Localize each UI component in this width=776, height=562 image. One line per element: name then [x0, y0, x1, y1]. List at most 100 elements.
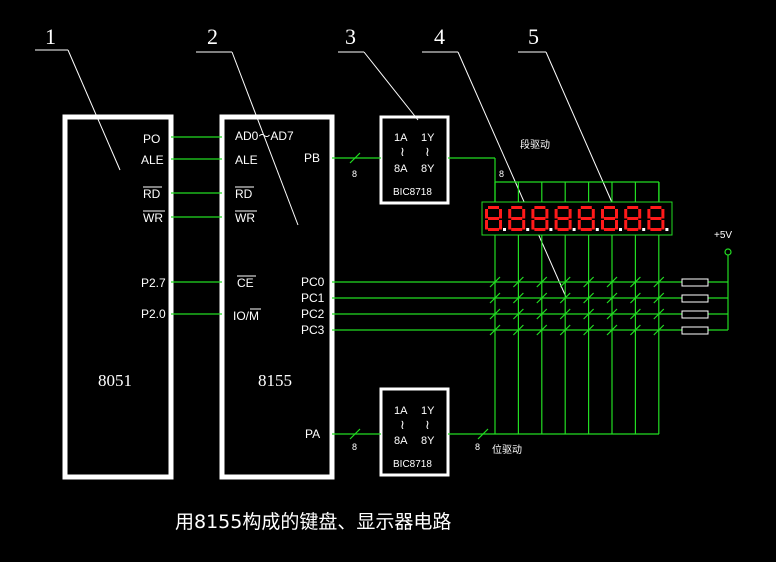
segment: [661, 209, 665, 219]
segment: [499, 220, 502, 230]
pin-ale: ALE: [141, 153, 164, 167]
key-switch: [606, 324, 618, 336]
pin-io-m: IO/M: [233, 309, 259, 323]
callout-3: 3: [345, 24, 356, 49]
segment: [601, 220, 604, 230]
display-digit: [601, 206, 622, 231]
segment: [531, 220, 535, 230]
key-switch: [583, 276, 595, 288]
pb-bus-width: 8: [352, 169, 357, 179]
pin-p2-7: P2.7: [141, 276, 166, 290]
segment: [615, 220, 618, 230]
key-switch: [512, 292, 524, 304]
segment: [557, 206, 569, 209]
decimal-point: [665, 228, 669, 231]
key-switch: [512, 308, 524, 320]
segment: [604, 217, 615, 220]
svg-text:≀: ≀: [425, 417, 430, 432]
pin-pc2: PC2: [301, 307, 325, 321]
key-switch: [559, 276, 571, 288]
segment: [591, 220, 595, 230]
segment: [650, 228, 662, 231]
pin-pc3: PC3: [301, 323, 325, 337]
driver-top-1y: 1Y: [421, 132, 435, 144]
seg-bus-width: 8: [499, 169, 504, 179]
key-matrix: [332, 182, 728, 434]
decimal-point: [619, 228, 622, 231]
chip-8155: AD0～AD7 ALE RD WR CE IO/M PB PC0 PC1 PC2…: [219, 114, 335, 480]
segment: [545, 220, 549, 230]
pin-wr-8155: WR: [235, 211, 255, 225]
key-switch: [629, 324, 641, 336]
display-digit: [531, 206, 553, 231]
digit-bus-width: 8: [475, 442, 480, 452]
key-switch: [606, 308, 618, 320]
segment: [604, 228, 615, 231]
pin-pb: PB: [304, 151, 320, 165]
key-switch: [536, 308, 548, 320]
segment: [661, 220, 665, 230]
pin-p2-0: P2.0: [141, 307, 166, 321]
display-digit: [647, 206, 669, 231]
segment: [545, 209, 549, 219]
digit-bus: 8 8 位驱动: [332, 428, 659, 456]
key-switch: [489, 276, 501, 288]
svg-text:≀: ≀: [425, 144, 430, 159]
segment: [485, 220, 488, 230]
decimal-point: [595, 228, 599, 231]
segment: [522, 220, 526, 230]
segment: [531, 209, 535, 219]
segment: [554, 220, 558, 230]
driver-top-8y: 8Y: [421, 163, 435, 175]
chip-8051-name: 8051: [98, 371, 132, 390]
segment: [511, 206, 523, 209]
pin-wr: WR: [143, 211, 163, 225]
pin-ad0-ad7: AD0～AD7: [235, 129, 294, 143]
pin-ce: CE: [237, 276, 254, 290]
key-switch: [512, 324, 524, 336]
key-switch: [512, 276, 524, 288]
display-digit: [485, 206, 506, 231]
segment: [627, 228, 639, 231]
key-switch: [653, 324, 665, 336]
segment: [601, 209, 604, 219]
driver-top: 1A 1Y ≀ ≀ 8A 8Y BIC8718: [379, 115, 450, 205]
figure-caption: 用8155构成的键盘、显示器电路: [175, 511, 451, 533]
key-switch: [489, 292, 501, 304]
display-digit: [508, 206, 530, 231]
segment: [485, 209, 488, 219]
segment: [615, 209, 618, 219]
segment: [488, 217, 499, 220]
display-digit: [624, 206, 646, 231]
bus-wires: [171, 136, 222, 315]
pin-rd: RD: [143, 187, 161, 201]
pin-po: PO: [143, 132, 160, 146]
callout-4: 4: [434, 24, 445, 49]
segment: [511, 217, 523, 220]
segment-drive-label: 段驱动: [520, 138, 550, 151]
segment: [577, 220, 581, 230]
segment: [591, 209, 595, 219]
callout-2: 2: [207, 24, 218, 49]
driver-bottom-1a: 1A: [394, 405, 408, 417]
svg-text:≀: ≀: [400, 144, 405, 159]
pin-pa: PA: [305, 427, 320, 441]
callouts: 1 2 3 4 5: [35, 24, 615, 298]
segment: [577, 209, 581, 219]
key-switch: [489, 308, 501, 320]
display-digit: [577, 206, 599, 231]
key-switch: [629, 276, 641, 288]
segment: [624, 220, 628, 230]
segment: [624, 209, 628, 219]
key-switch: [559, 308, 571, 320]
decimal-point: [549, 228, 553, 231]
key-switch: [559, 324, 571, 336]
segment: [488, 228, 499, 231]
key-switch: [606, 292, 618, 304]
segment: [534, 228, 546, 231]
segment: [604, 206, 615, 209]
pin-pc1: PC1: [301, 291, 325, 305]
driver-top-1a: 1A: [394, 132, 408, 144]
segment: [580, 228, 592, 231]
